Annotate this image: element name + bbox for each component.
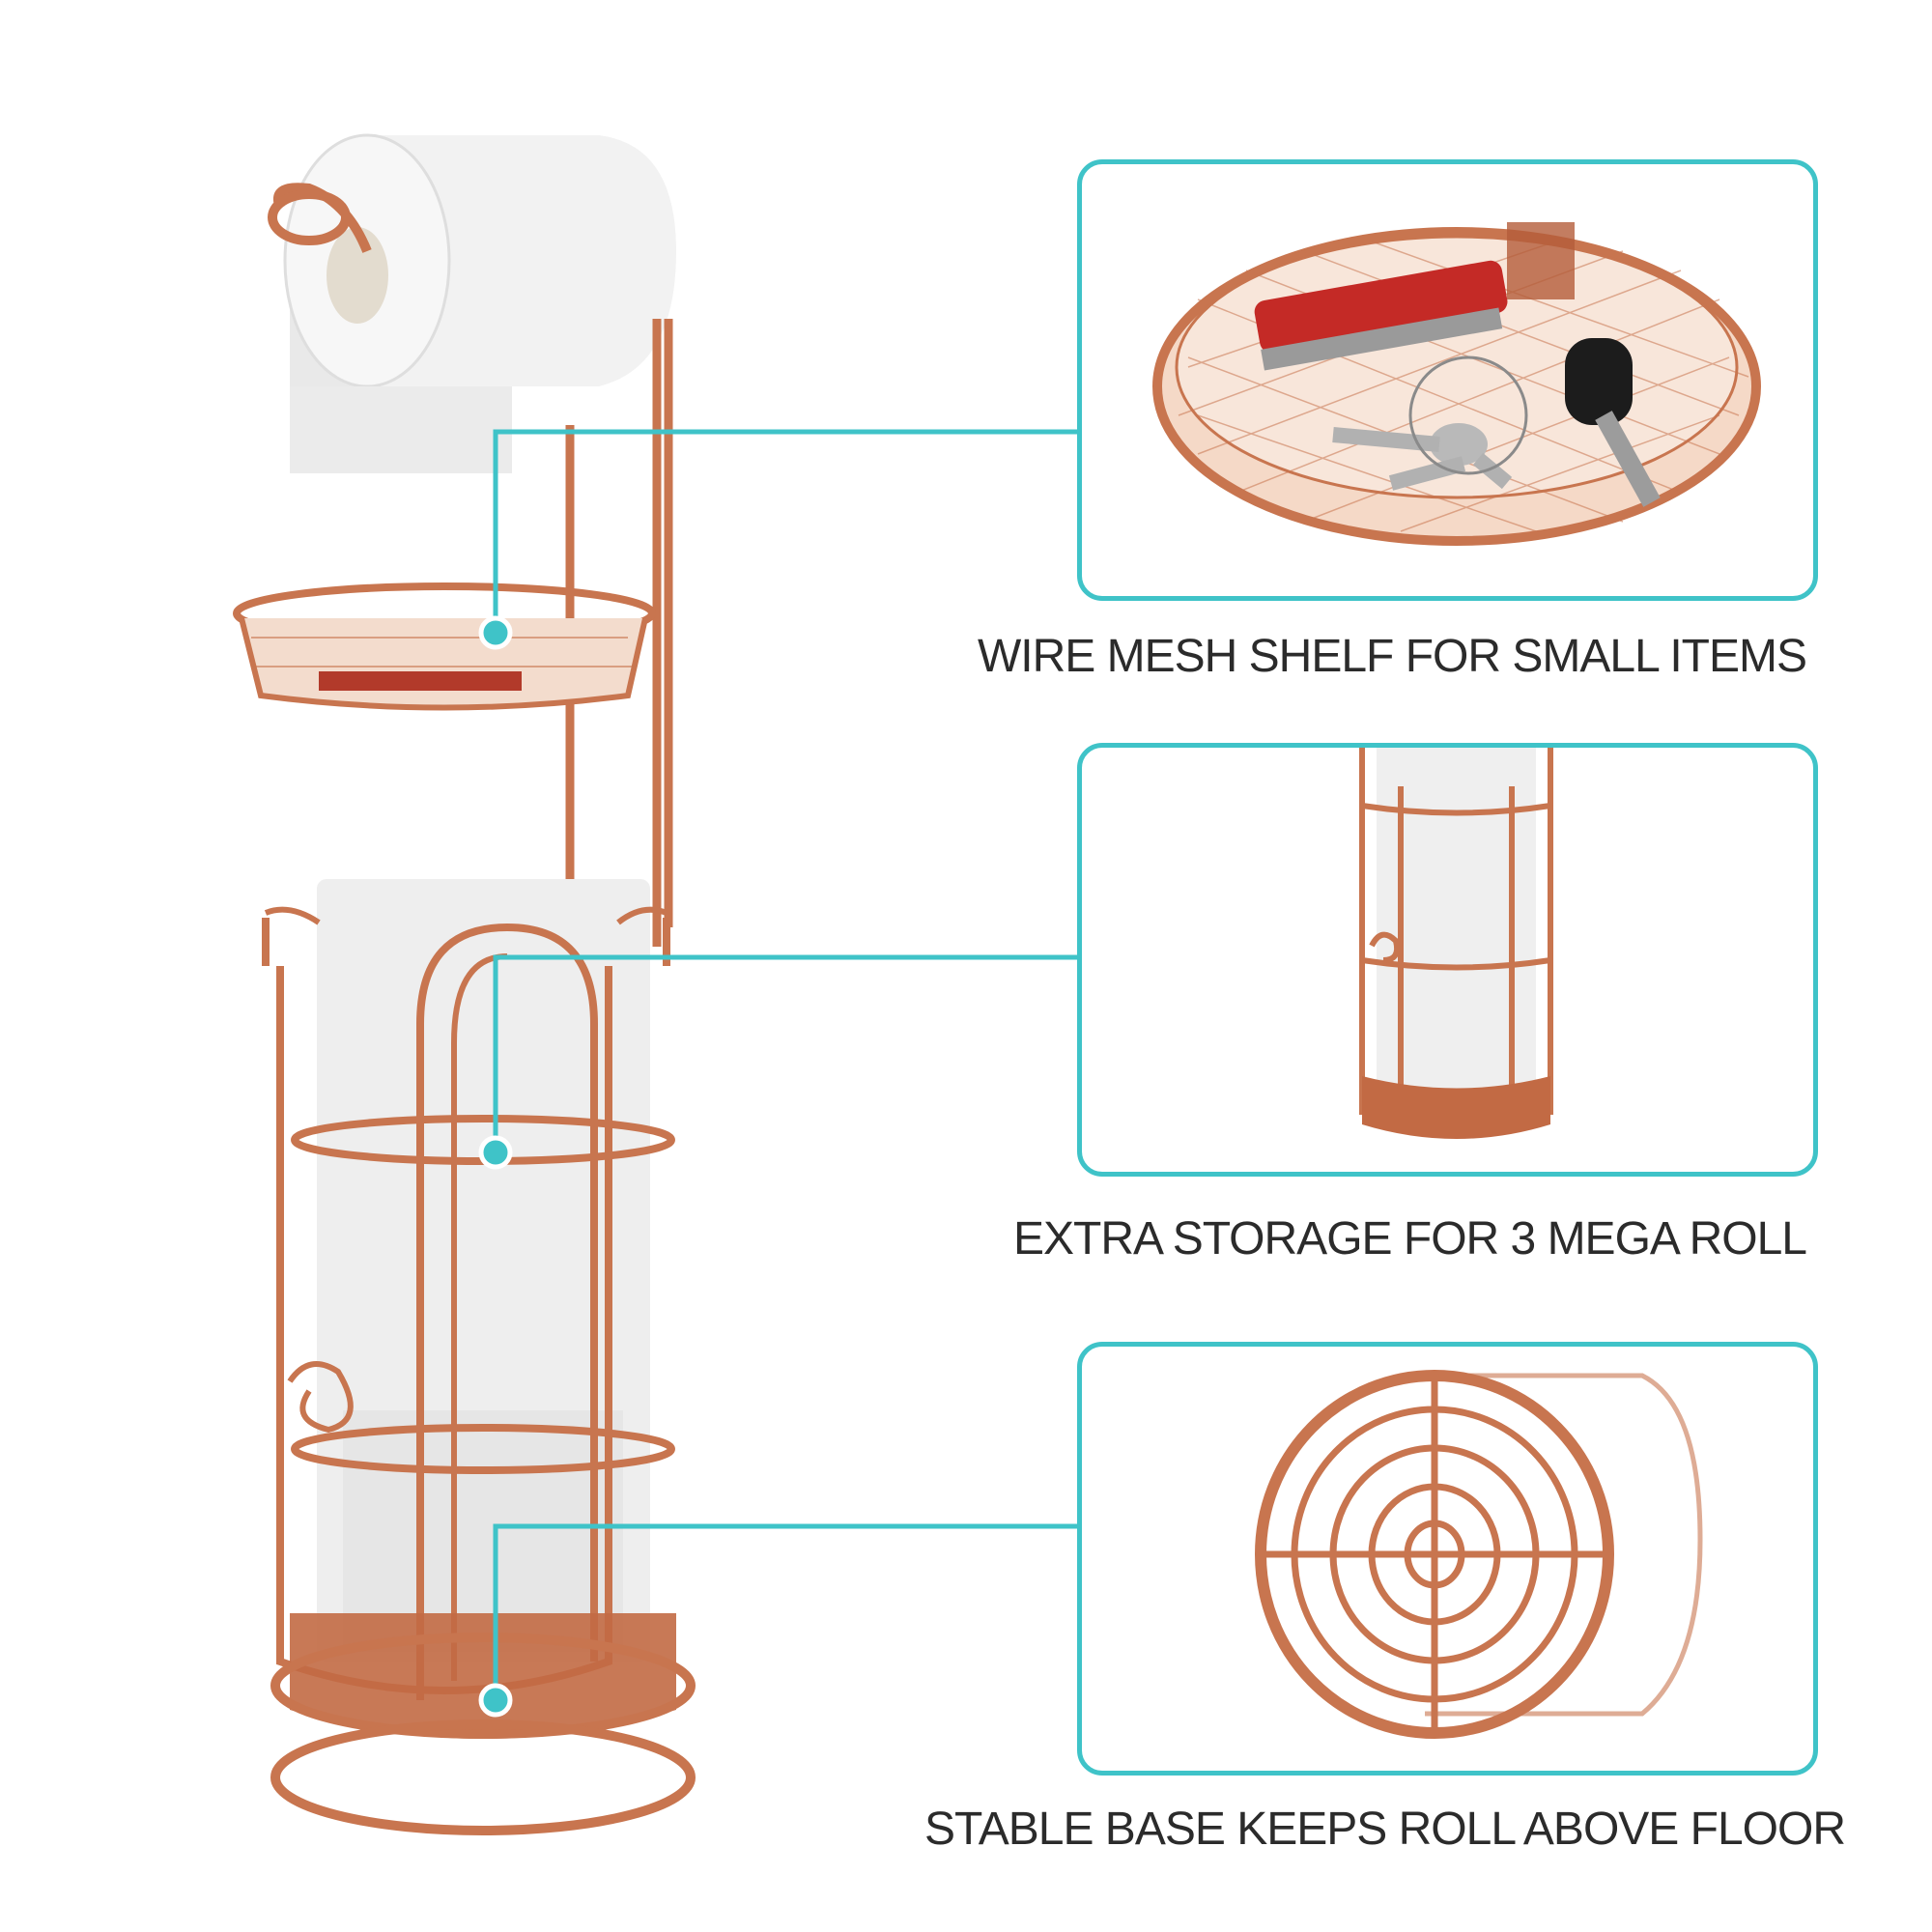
storage-cage: [262, 879, 675, 1700]
stand-base: [270, 1613, 696, 1835]
callout-base: [1077, 1342, 1818, 1776]
connector-dots: [478, 615, 513, 1718]
caption-mesh-shelf: WIRE MESH SHELF FOR SMALL ITEMS: [977, 631, 1807, 682]
mesh-shelf-closeup: [1152, 222, 1761, 546]
caption-base: STABLE BASE KEEPS ROLL ABOVE FLOOR: [923, 1804, 1846, 1855]
base-closeup: [1255, 1370, 1703, 1739]
callout-mesh-shelf: [1077, 159, 1818, 601]
caption-storage-cage: EXTRA STORAGE FOR 3 MEGA ROLL: [1012, 1213, 1807, 1264]
callout-storage-cage: [1077, 743, 1818, 1177]
connector-lines: [493, 429, 1077, 1700]
storage-cage-closeup: [1359, 748, 1553, 1139]
mesh-shelf: [233, 582, 656, 711]
top-paper-roll: [268, 133, 676, 473]
